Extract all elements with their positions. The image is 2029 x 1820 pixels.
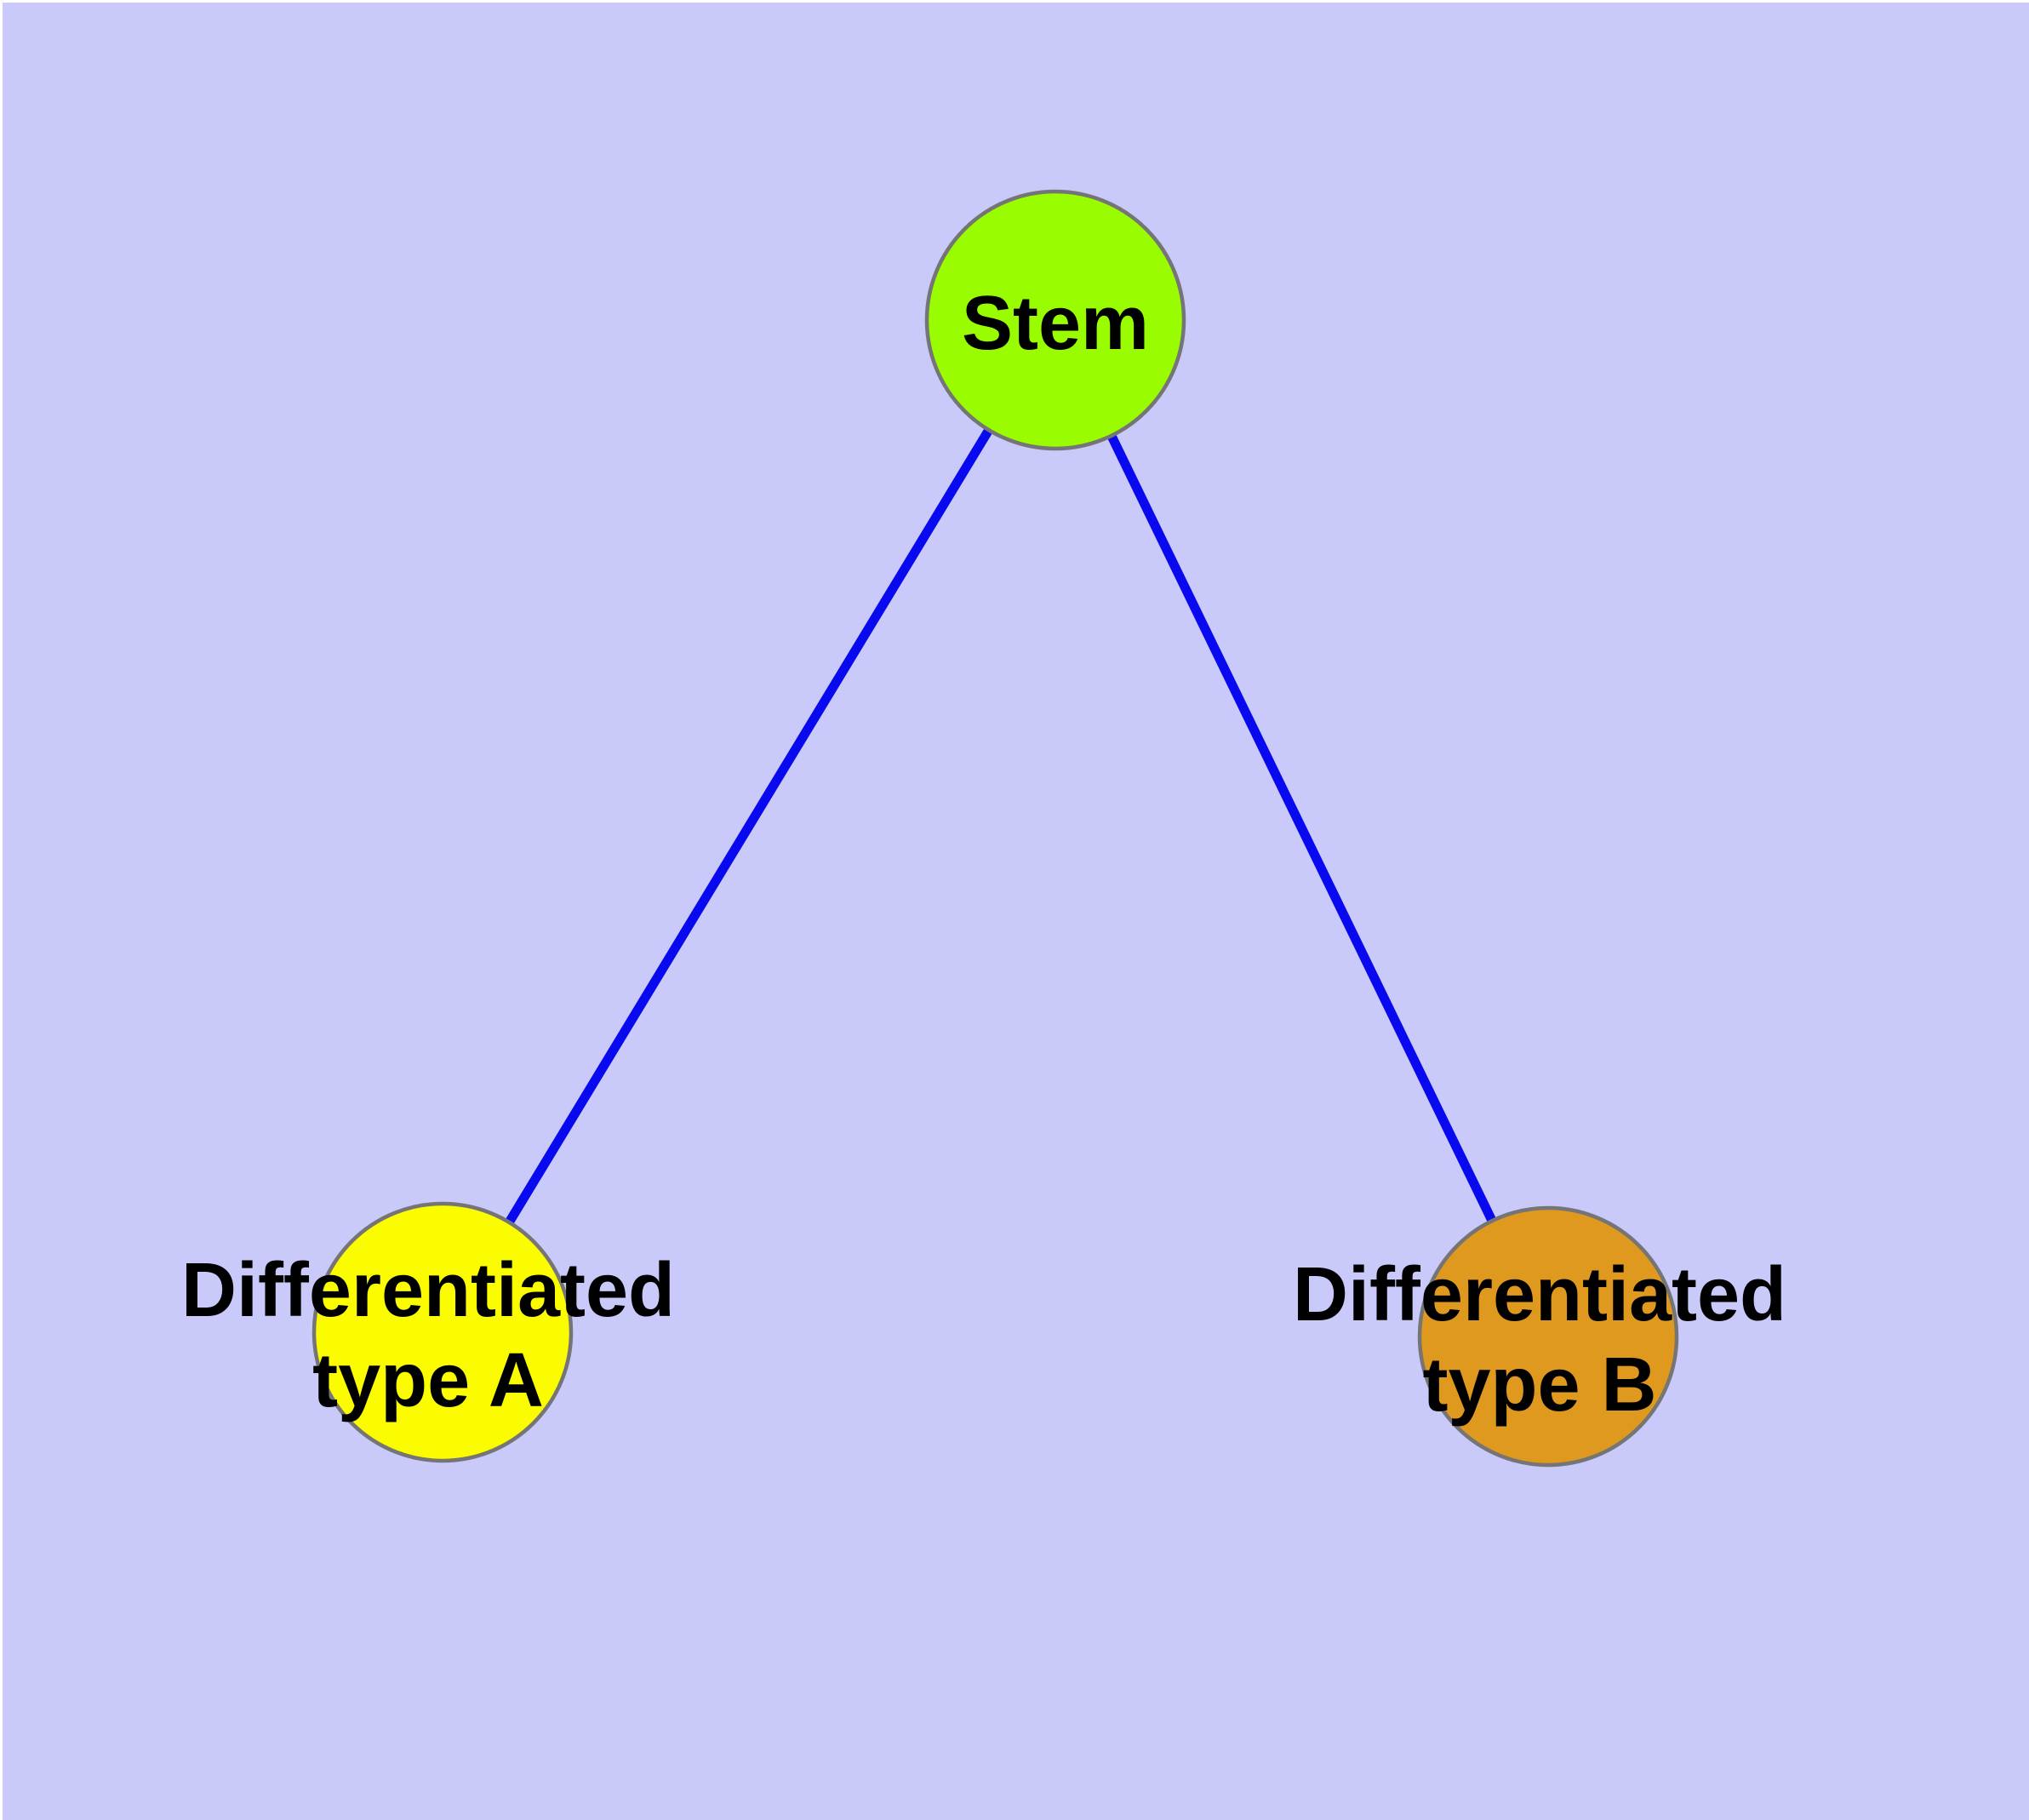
node-stem — [924, 189, 1186, 451]
node-stem-label: Stem — [962, 281, 1149, 366]
node-type-a-label-line1: Differentiated — [181, 1248, 675, 1333]
left-margin-strip — [0, 0, 3, 1820]
node-type-b-label-line2: type B — [1422, 1342, 1656, 1428]
edge-stem-to-type-a — [438, 318, 1060, 1335]
node-differentiated-type-a — [311, 1201, 574, 1463]
node-differentiated-type-b — [1417, 1205, 1679, 1468]
edge-stem-to-type-b — [1051, 318, 1552, 1339]
node-type-a-label-line2: type A — [312, 1338, 544, 1423]
node-type-b-label-line1: Differentiated — [1293, 1252, 1786, 1337]
top-margin-strip — [0, 0, 2029, 3]
